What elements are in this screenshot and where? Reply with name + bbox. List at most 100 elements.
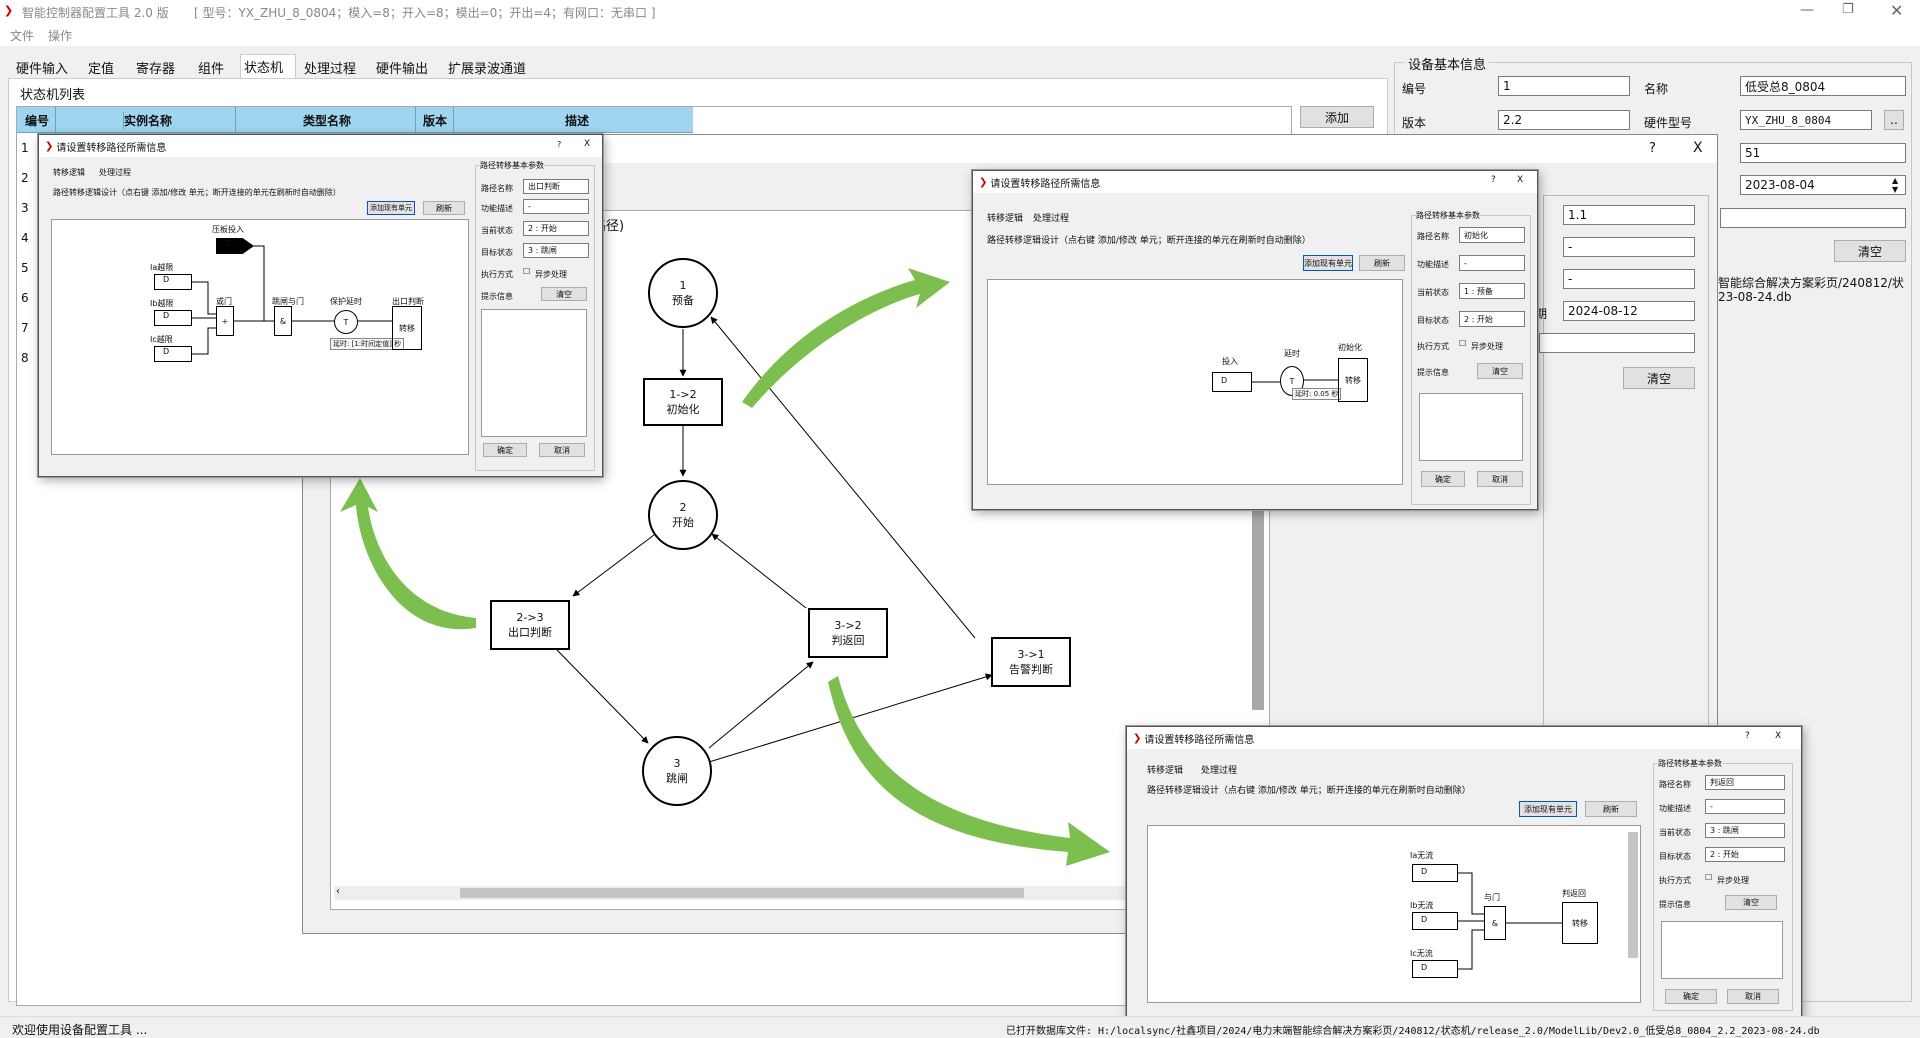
canvas-vscroll[interactable] (1628, 832, 1638, 958)
hint-box[interactable] (1661, 921, 1783, 979)
state-node-1[interactable]: 1 预备 (648, 258, 718, 328)
ok-button[interactable]: 确定 (1421, 471, 1465, 487)
col-type[interactable]: 类型名称 (303, 114, 352, 128)
or-gate[interactable]: + (216, 306, 234, 336)
state-node-2[interactable]: 2 开始 (648, 480, 718, 550)
minimize-icon[interactable]: — (1800, 2, 1814, 18)
logic-canvas[interactable]: Ia无流 D Ib无流 D Ic无流 D 与门 & 判返回 转移 (1147, 825, 1641, 1003)
tab-state-machine[interactable]: 状态机 (244, 61, 284, 76)
cancel-button[interactable]: 取消 (1477, 471, 1523, 487)
timer-block[interactable]: T (334, 310, 358, 334)
close-icon[interactable]: X (1775, 731, 1782, 741)
tab-process[interactable]: 处理过程 (1033, 214, 1070, 224)
table-row[interactable]: 8 (21, 351, 29, 365)
tab-process[interactable]: 处理过程 (99, 168, 131, 177)
menu-file[interactable]: 文件 (10, 29, 35, 43)
close-icon[interactable]: X (584, 139, 591, 149)
and-gate[interactable]: & (1484, 906, 1506, 940)
col-desc[interactable]: 描述 (565, 114, 590, 128)
add-existing-button[interactable]: 添加现有单元 (1519, 801, 1577, 817)
table-row[interactable]: 2 (21, 171, 29, 185)
func-field[interactable]: - (1705, 799, 1785, 814)
input-block[interactable]: D (154, 346, 192, 362)
bg-date-field[interactable]: 2024-08-12 (1563, 301, 1695, 321)
input-block[interactable]: D (216, 238, 254, 254)
add-existing-button[interactable]: 添加现有单元 (1303, 255, 1353, 271)
close-icon[interactable]: X (1517, 175, 1524, 185)
id-field[interactable]: 1 (1498, 76, 1630, 96)
col-instance[interactable]: 实例名称 (123, 112, 173, 129)
hint-box[interactable] (481, 309, 587, 437)
tab-process[interactable]: 处理过程 (1201, 766, 1238, 776)
close-icon[interactable]: ✕ (1890, 1, 1904, 20)
input-block[interactable]: D (154, 310, 192, 326)
table-row[interactable]: 5 (21, 261, 29, 275)
help-icon[interactable]: ? (1745, 731, 1750, 741)
path-name-field[interactable]: 初始化 (1459, 227, 1525, 243)
target-state-select[interactable]: 2 : 开始 (1459, 311, 1525, 327)
bg-close-icon[interactable]: X (1693, 140, 1703, 156)
input-block[interactable]: D (1412, 960, 1458, 978)
tab-register[interactable]: 寄存器 (136, 62, 176, 77)
move-block[interactable]: 转移 (1338, 358, 1368, 402)
input-block[interactable]: D (1412, 912, 1458, 930)
add-button[interactable]: 添加 (1300, 106, 1374, 128)
table-row[interactable]: 3 (21, 201, 29, 215)
transition-2-3[interactable]: 2->3 出口判断 (490, 600, 570, 650)
tab-logic[interactable]: 转移逻辑 (1147, 766, 1184, 776)
date-field[interactable]: 2023-08-04 (1740, 175, 1906, 195)
table-row[interactable]: 7 (21, 321, 29, 335)
transition-1-2[interactable]: 1->2 初始化 (643, 378, 723, 426)
tab-process[interactable]: 处理过程 (304, 62, 357, 77)
async-checkbox[interactable]: ☐ (523, 267, 531, 276)
menu-operate[interactable]: 操作 (48, 29, 73, 43)
state-node-3[interactable]: 3 跳闸 (642, 736, 712, 806)
diagram-vscroll[interactable] (1252, 500, 1264, 710)
table-row[interactable]: 4 (21, 231, 29, 245)
path-name-field[interactable]: 出口判断 (523, 179, 589, 194)
async-checkbox[interactable]: ☐ (1459, 339, 1467, 348)
table-row[interactable]: 6 (21, 291, 29, 305)
col-id[interactable]: 编号 (25, 114, 50, 128)
and-gate[interactable]: & (274, 306, 292, 336)
field5[interactable] (1720, 208, 1906, 228)
tab-setting[interactable]: 定值 (88, 62, 115, 77)
cancel-button[interactable]: 取消 (1727, 989, 1779, 1004)
ok-button[interactable]: 确定 (483, 443, 527, 457)
restore-icon[interactable]: ❐ (1842, 2, 1854, 17)
cur-state-select[interactable]: 1 : 预备 (1459, 283, 1525, 299)
logic-canvas[interactable]: 投入 D 延时 T 延时: 0.05 秒 初始化 转移 (987, 279, 1403, 485)
bg-clear-button[interactable]: 清空 (1623, 367, 1695, 389)
tab-component[interactable]: 组件 (198, 62, 225, 77)
transition-3-2[interactable]: 3->2 判返回 (808, 608, 888, 658)
hint-clear-button[interactable]: 清空 (1725, 895, 1777, 910)
path-name-field[interactable]: 判返回 (1705, 775, 1785, 790)
refresh-button[interactable]: 刷新 (1585, 801, 1637, 817)
help-icon[interactable]: ? (557, 140, 562, 149)
field3[interactable]: 51 (1740, 143, 1906, 163)
spin-icon[interactable]: ▲▼ (1892, 176, 1899, 194)
tab-logic[interactable]: 转移逻辑 (53, 168, 85, 177)
refresh-button[interactable]: 刷新 (423, 201, 465, 215)
target-state-select[interactable]: 3 : 跳闸 (523, 243, 589, 258)
hw-field[interactable]: YX_ZHU_8_0804 (1740, 110, 1872, 130)
hw-browse-button[interactable]: .. (1884, 110, 1904, 130)
version-field[interactable]: 2.2 (1498, 110, 1630, 130)
input-block[interactable]: D (154, 274, 192, 290)
bg-field-5[interactable] (1539, 333, 1695, 353)
input-block[interactable]: D (1412, 864, 1458, 882)
ok-button[interactable]: 确定 (1665, 989, 1717, 1004)
tab-hardware-input[interactable]: 硬件输入 (16, 62, 69, 77)
target-state-select[interactable]: 2 : 开始 (1705, 847, 1785, 862)
col-version[interactable]: 版本 (423, 114, 448, 128)
transition-3-1[interactable]: 3->1 告警判断 (991, 637, 1071, 687)
func-field[interactable]: - (523, 199, 589, 214)
bg-field-1[interactable]: 1.1 (1563, 205, 1695, 225)
tab-hardware-output[interactable]: 硬件输出 (376, 62, 429, 77)
func-field[interactable]: - (1459, 255, 1525, 271)
cur-state-select[interactable]: 3 : 跳闸 (1705, 823, 1785, 838)
async-checkbox[interactable]: ☐ (1705, 873, 1713, 882)
tab-logic[interactable]: 转移逻辑 (987, 214, 1024, 224)
move-block[interactable]: 转移 (1562, 902, 1598, 944)
move-block[interactable]: 转移 (392, 306, 422, 350)
